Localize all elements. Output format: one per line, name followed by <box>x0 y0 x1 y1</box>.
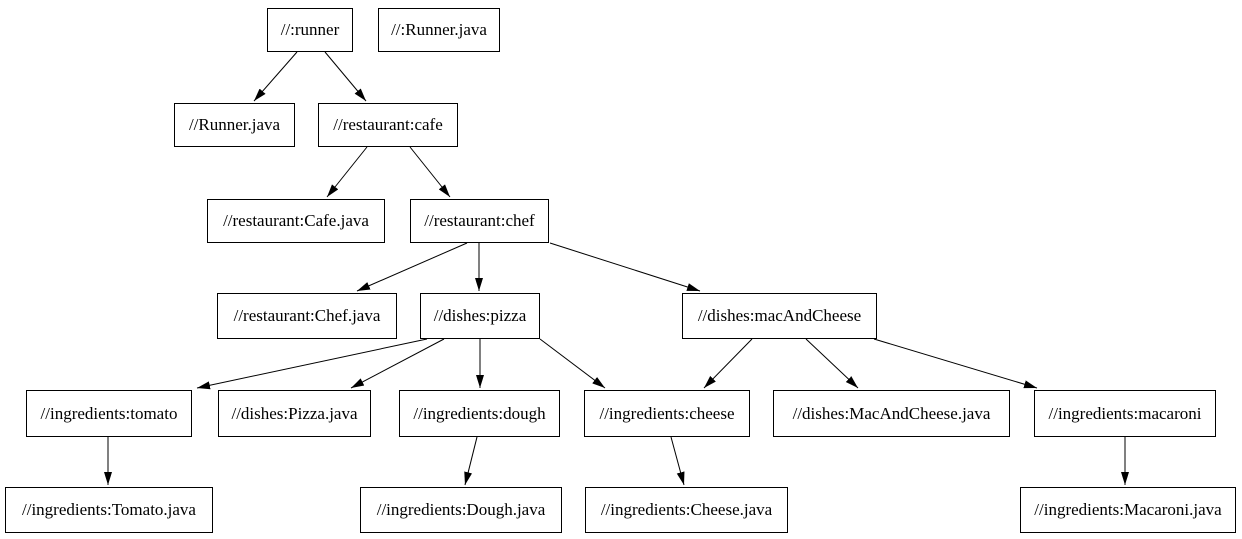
node-dough: //ingredients:dough <box>399 390 560 437</box>
edge-pizza-to-tomato <box>196 338 428 390</box>
edge-pizza-to-cheese <box>539 338 606 389</box>
edge-chef-to-chef-java <box>356 242 468 292</box>
edge-dough-to-dough-java <box>464 436 478 486</box>
node-macaroni-java: //ingredients:Macaroni.java <box>1020 487 1236 533</box>
edge-cafe-to-chef <box>409 146 451 198</box>
edge-mac-and-cheese-to-macaroni <box>873 338 1038 389</box>
edge-mac-and-cheese-to-mac-java <box>805 338 859 389</box>
node-dough-java: //ingredients:Dough.java <box>360 487 562 533</box>
node-tomato-java: //ingredients:Tomato.java <box>5 487 213 533</box>
node-chef: //restaurant:chef <box>410 199 549 243</box>
node-tomato: //ingredients:tomato <box>26 390 192 437</box>
edge-cafe-to-cafe-java <box>326 146 368 198</box>
node-cafe-java: //restaurant:Cafe.java <box>207 199 385 243</box>
node-macaroni: //ingredients:macaroni <box>1034 390 1216 437</box>
node-chef-java: //restaurant:Chef.java <box>217 293 397 339</box>
edge-runner-to-cafe <box>324 51 367 102</box>
edge-cheese-to-cheese-java <box>670 436 685 486</box>
node-runner: //:runner <box>267 8 353 52</box>
edge-runner-to-runner-java <box>253 51 298 102</box>
node-cheese-java: //ingredients:Cheese.java <box>585 487 788 533</box>
edge-mac-and-cheese-to-cheese <box>703 338 753 389</box>
node-pizza: //dishes:pizza <box>420 293 540 339</box>
node-runner-java-root: //:Runner.java <box>378 8 500 52</box>
edge-chef-to-mac-and-cheese <box>549 242 701 292</box>
node-cafe: //restaurant:cafe <box>318 103 458 147</box>
edge-pizza-to-pizza-java <box>350 338 445 389</box>
node-cheese: //ingredients:cheese <box>584 390 750 437</box>
node-pizza-java: //dishes:Pizza.java <box>218 390 371 437</box>
node-mac-and-cheese: //dishes:macAndCheese <box>682 293 877 339</box>
node-runner-java: //Runner.java <box>174 103 295 147</box>
node-mac-and-cheese-java: //dishes:MacAndCheese.java <box>773 390 1010 437</box>
